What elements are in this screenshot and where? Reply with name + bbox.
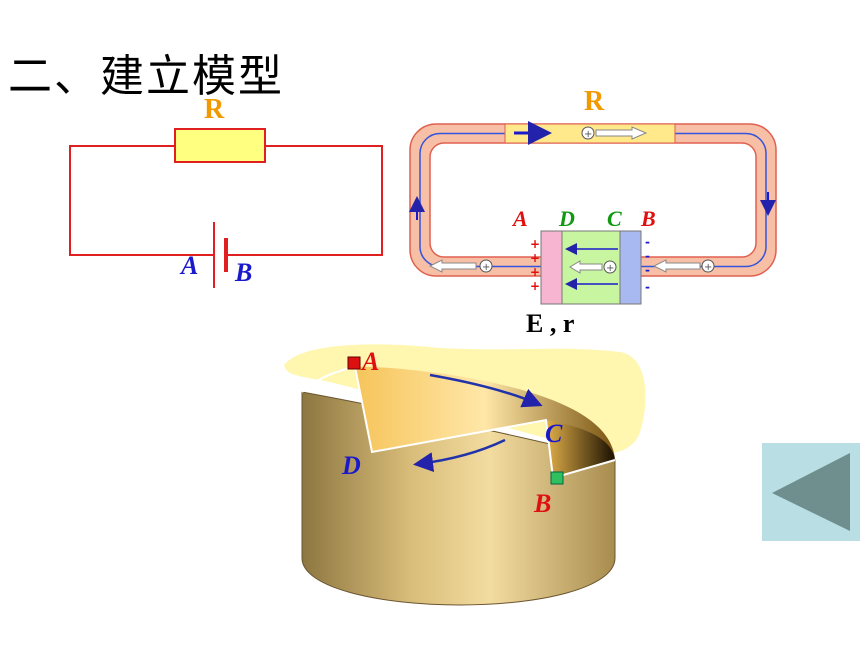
motion-arrow-inside — [569, 260, 603, 274]
simple-circuit: R A B — [69, 94, 383, 288]
motion-arrow-left-bottom — [428, 259, 477, 273]
svg-text:+: + — [530, 279, 540, 293]
flow-arrow-bottom — [413, 438, 506, 473]
green-terminal — [550, 471, 564, 485]
cylinder-label-b: B — [533, 489, 551, 518]
svg-text:+: + — [530, 251, 540, 265]
positive-charge-sign: + — [482, 262, 490, 273]
positive-charge — [479, 259, 493, 273]
svg-text:-: - — [645, 249, 650, 263]
label-a: A — [511, 206, 528, 231]
positive-charge-sign: + — [704, 262, 712, 273]
circuit-wire — [69, 145, 214, 256]
plus-signs: + + + + — [530, 237, 540, 293]
motion-arrow-right-bottom — [652, 259, 701, 273]
label-b: B — [640, 206, 656, 231]
red-terminal — [347, 356, 361, 370]
svg-text:+: + — [530, 237, 540, 251]
positive-charge-sign: + — [584, 129, 592, 140]
battery-label-b: B — [234, 258, 252, 287]
triangle-left-icon — [772, 453, 850, 531]
cylinder-right-wall — [546, 420, 615, 478]
minus-signs: - - - - — [645, 235, 650, 294]
cylinder-label-a: A — [360, 347, 379, 376]
cylinder-rim — [301, 365, 616, 480]
positive-charge — [581, 126, 595, 140]
positive-electrode — [540, 230, 563, 305]
svg-text:-: - — [645, 280, 650, 294]
battery-circuit-model: R + + + + + + + + - - - — [409, 86, 777, 338]
back-button[interactable] — [762, 443, 860, 541]
battery-label-a: A — [179, 251, 198, 280]
circuit-wire — [226, 145, 383, 256]
resistor-label: R — [204, 94, 225, 125]
label-d: D — [558, 206, 575, 231]
flow-arrow-top — [429, 373, 543, 408]
motion-arrow — [595, 126, 648, 140]
cylinder-label-d: D — [341, 451, 361, 480]
positive-charge-sign: + — [606, 263, 614, 274]
page-title: 二、建立模型 — [8, 51, 284, 102]
positive-charge — [701, 259, 715, 273]
label-c: C — [607, 206, 622, 231]
cylinder-inner-surface — [355, 366, 615, 458]
tube-resistor-label: R — [584, 86, 605, 117]
negative-electrode — [619, 230, 642, 305]
positive-charge — [603, 260, 617, 274]
svg-text:-: - — [645, 235, 650, 249]
svg-text:+: + — [530, 265, 540, 279]
cylinder-label-c: C — [545, 419, 563, 448]
resistor — [174, 128, 266, 163]
emf-label: E , r — [526, 309, 574, 338]
cylinder-model: A C D B — [284, 344, 646, 606]
svg-text:-: - — [645, 263, 650, 277]
